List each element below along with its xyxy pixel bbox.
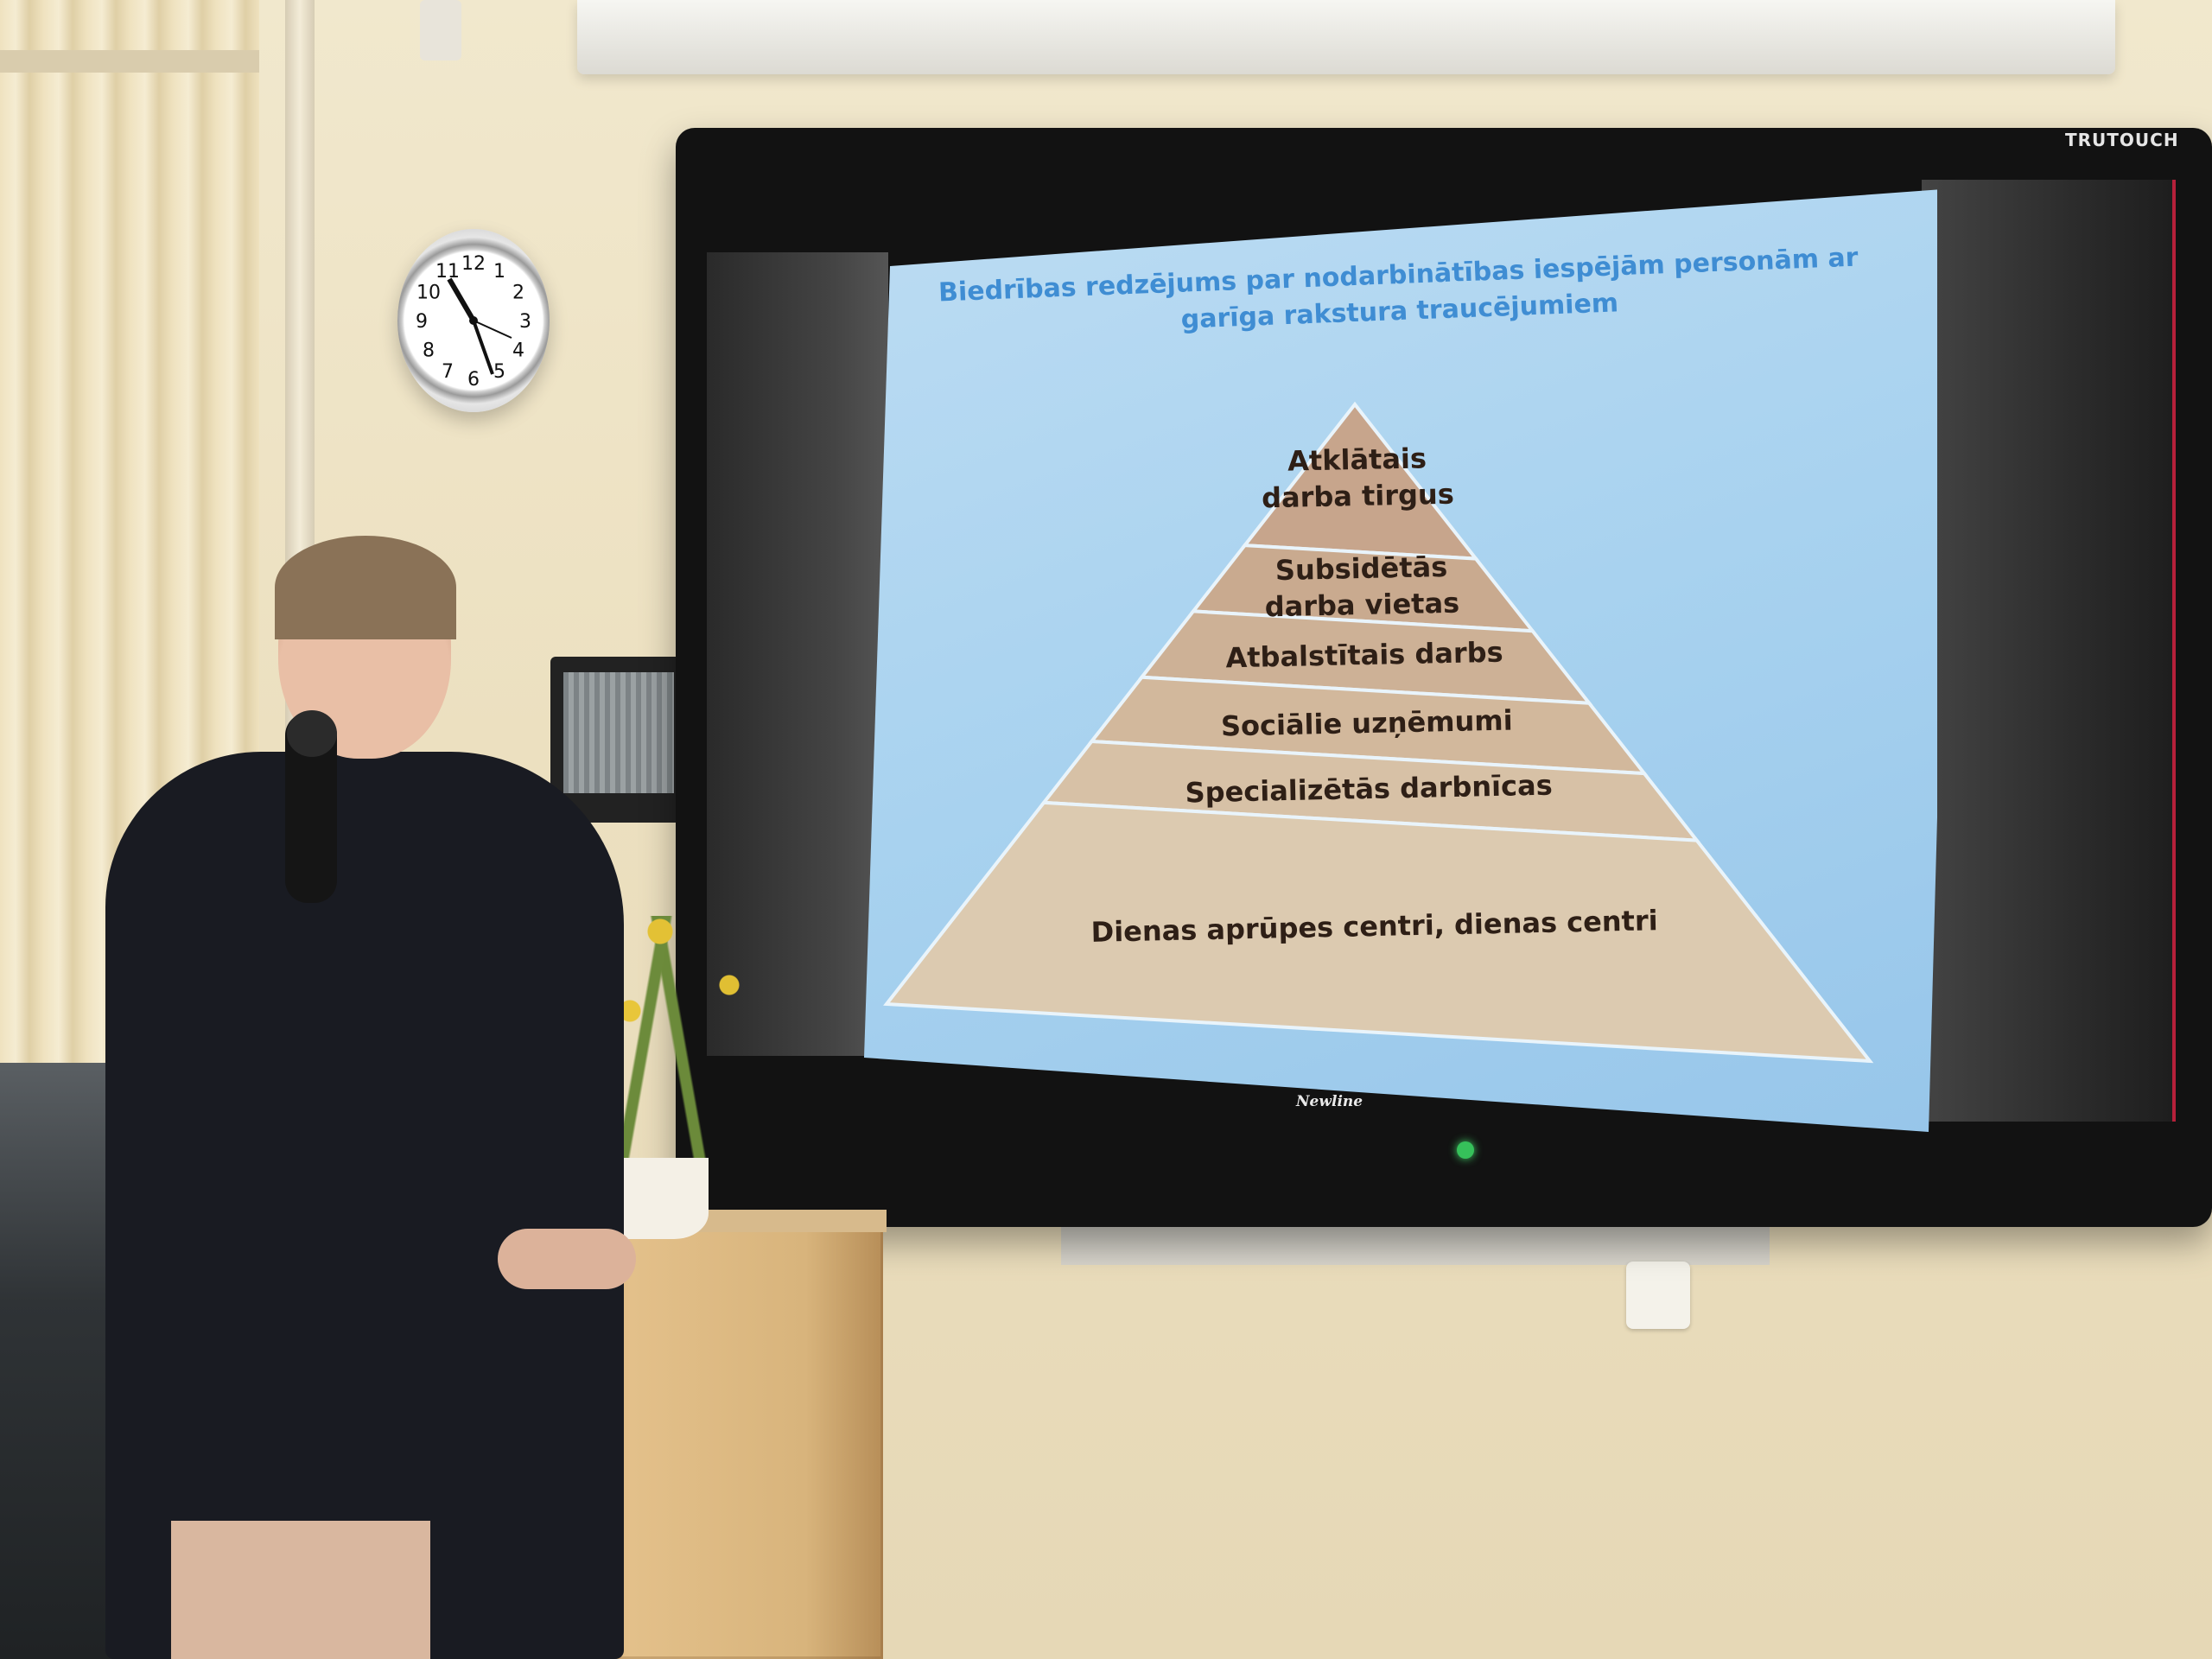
- microphone-grille: [287, 710, 337, 757]
- clock-center: [469, 316, 478, 325]
- presenter-hair: [275, 536, 456, 639]
- clock-number: 12: [461, 253, 486, 275]
- clock-hour-hand: [447, 277, 476, 322]
- wall-outlet: [1626, 1262, 1690, 1329]
- display-dark-area-right: [1922, 180, 2176, 1122]
- wall-control-panel-screen: [563, 672, 674, 793]
- pyramid-shapes: [883, 401, 1874, 1064]
- clock-number: 3: [519, 311, 531, 333]
- clock-number: 2: [512, 282, 524, 303]
- clock-number: 9: [416, 311, 428, 333]
- display-brand-bottom: Newline: [1296, 1093, 1363, 1110]
- clock-number: 6: [467, 369, 480, 391]
- clock-number: 8: [423, 340, 435, 362]
- clock-number: 10: [416, 282, 441, 303]
- display-brand-top: TRUTOUCH: [2065, 130, 2179, 150]
- pyramid-tier-label: Specializētās darbnīcas: [1185, 768, 1554, 810]
- blinds-rail: [0, 50, 259, 73]
- pyramid-tier: [883, 800, 1874, 1064]
- pyramid-tier-label: Subsidētās darba vietas: [1264, 550, 1460, 624]
- pyramid-tier-label: Atbalstītais darbs: [1224, 635, 1503, 675]
- clock-number: 11: [435, 261, 460, 283]
- power-indicator-icon: [1457, 1141, 1474, 1159]
- wall-vent: [420, 0, 461, 60]
- air-conditioner: [577, 0, 2115, 74]
- pyramid-tier-label: Atklātais darba tirgus: [1261, 442, 1455, 515]
- clock-number: 4: [512, 340, 524, 362]
- clock-number: 5: [493, 361, 505, 383]
- clock-minute-hand: [472, 320, 494, 375]
- clock-number: 1: [493, 261, 505, 283]
- pyramid-tier-label: Dienas aprūpes centri, dienas centri: [1090, 903, 1658, 949]
- presenter-hand: [498, 1229, 636, 1289]
- presenter-body: [105, 752, 624, 1659]
- pyramid-tier-label: Sociālie uzņēmumi: [1220, 703, 1513, 743]
- presenter-legs: [171, 1521, 430, 1659]
- clock-second-hand: [473, 320, 512, 339]
- clock-number: 7: [442, 361, 454, 383]
